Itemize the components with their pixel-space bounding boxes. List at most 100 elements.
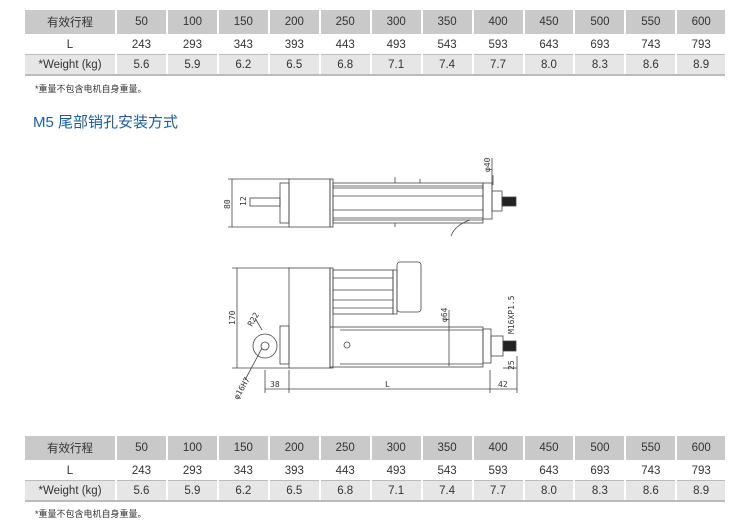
table-cell: 400 (471, 436, 524, 462)
top-view (228, 158, 517, 237)
weight-note-top: *重量不包含电机自身重量。 (35, 84, 147, 94)
table-cell: 100 (165, 436, 218, 462)
row-label: *Weight (kg) (25, 54, 116, 76)
table-cell: 200 (267, 10, 320, 36)
table-cell: 7.4 (420, 54, 473, 76)
table-cell: 543 (420, 461, 473, 481)
row-label: L (25, 461, 116, 481)
table-cell: 350 (420, 436, 473, 462)
table-cell: 5.6 (115, 54, 167, 76)
table-cell: 5.6 (115, 480, 167, 502)
table-cell: 493 (369, 461, 422, 481)
table-cell: 550 (624, 10, 677, 36)
table-cell: 8.3 (573, 54, 626, 76)
table-cell: 50 (115, 436, 167, 462)
table-cell: 600 (675, 10, 725, 36)
row-label: 有效行程 (25, 10, 116, 36)
dim-38: 38 (270, 380, 280, 389)
dim-d64: φ64 (440, 307, 449, 322)
table-cell: 393 (267, 461, 320, 481)
dim-25: 25 (507, 360, 516, 370)
row-label: *Weight (kg) (25, 480, 116, 502)
table-cell: 293 (165, 35, 218, 55)
dim-42: 42 (498, 380, 508, 389)
table-cell: 450 (522, 10, 575, 36)
table-cell: 393 (267, 35, 320, 55)
table-cell: 693 (573, 35, 626, 55)
table-cell: 8.0 (522, 54, 575, 76)
table-cell: 8.9 (675, 54, 725, 76)
dim-thread: M16XP1.5 (507, 295, 516, 334)
table-cell: 50 (115, 10, 167, 36)
table-cell: 8.6 (624, 54, 677, 76)
table-cell: 600 (675, 436, 725, 462)
table-cell: 8.3 (573, 480, 626, 502)
table-cell: 5.9 (165, 54, 218, 76)
table-cell: 6.8 (318, 54, 371, 76)
table-cell: 293 (165, 461, 218, 481)
table-cell: 693 (573, 461, 626, 481)
table-cell: 8.9 (675, 480, 725, 502)
table-cell: 450 (522, 436, 575, 462)
table-cell: 500 (573, 10, 626, 36)
table-cell: 8.6 (624, 480, 677, 502)
table-cell: 6.2 (216, 54, 269, 76)
table-cell: 550 (624, 436, 677, 462)
row-label: 有效行程 (25, 436, 116, 462)
table-cell: 400 (471, 10, 524, 36)
table-cell: 243 (115, 35, 167, 55)
table-cell: 743 (624, 35, 677, 55)
section-title: M5 尾部销孔安装方式 (33, 114, 179, 131)
table-cell: 300 (369, 10, 422, 36)
dim-h170: 170 (228, 310, 237, 325)
table-cell: 6.8 (318, 480, 371, 502)
table-cell: 643 (522, 461, 575, 481)
table-cell: 343 (216, 461, 269, 481)
table-cell: 350 (420, 10, 473, 36)
table-cell: 593 (471, 35, 524, 55)
weight-note-bottom: *重量不包含电机自身重量。 (35, 509, 147, 519)
dim-d16h7: φ16H7 (232, 375, 252, 401)
dim-L: L (385, 380, 390, 389)
table-cell: 793 (675, 461, 725, 481)
table-cell: 593 (471, 461, 524, 481)
dim-d12: 12 (239, 196, 248, 206)
table-cell: 7.4 (420, 480, 473, 502)
table-cell: 7.1 (369, 480, 422, 502)
table-cell: 8.0 (522, 480, 575, 502)
table-cell: 443 (318, 461, 371, 481)
table-cell: 150 (216, 436, 269, 462)
table-cell: 6.5 (267, 480, 320, 502)
table-cell: 5.9 (165, 480, 218, 502)
table-cell: 100 (165, 10, 218, 36)
table-cell: 543 (420, 35, 473, 55)
table-cell: 500 (573, 436, 626, 462)
table-cell: 300 (369, 436, 422, 462)
table-cell: 250 (318, 436, 371, 462)
table-cell: 250 (318, 10, 371, 36)
dim-d40: φ40 (483, 157, 492, 172)
dim-h80: 80 (223, 199, 232, 209)
table-cell: 7.7 (471, 54, 524, 76)
table-cell: 743 (624, 461, 677, 481)
table-cell: 793 (675, 35, 725, 55)
table-cell: 7.1 (369, 54, 422, 76)
table-cell: 643 (522, 35, 575, 55)
dim-r22: R22 (246, 311, 261, 328)
table-cell: 200 (267, 436, 320, 462)
table-cell: 6.5 (267, 54, 320, 76)
row-label: L (25, 35, 116, 55)
table-cell: 443 (318, 35, 371, 55)
table-cell: 343 (216, 35, 269, 55)
table-cell: 6.2 (216, 480, 269, 502)
side-view (232, 261, 518, 393)
table-cell: 7.7 (471, 480, 524, 502)
